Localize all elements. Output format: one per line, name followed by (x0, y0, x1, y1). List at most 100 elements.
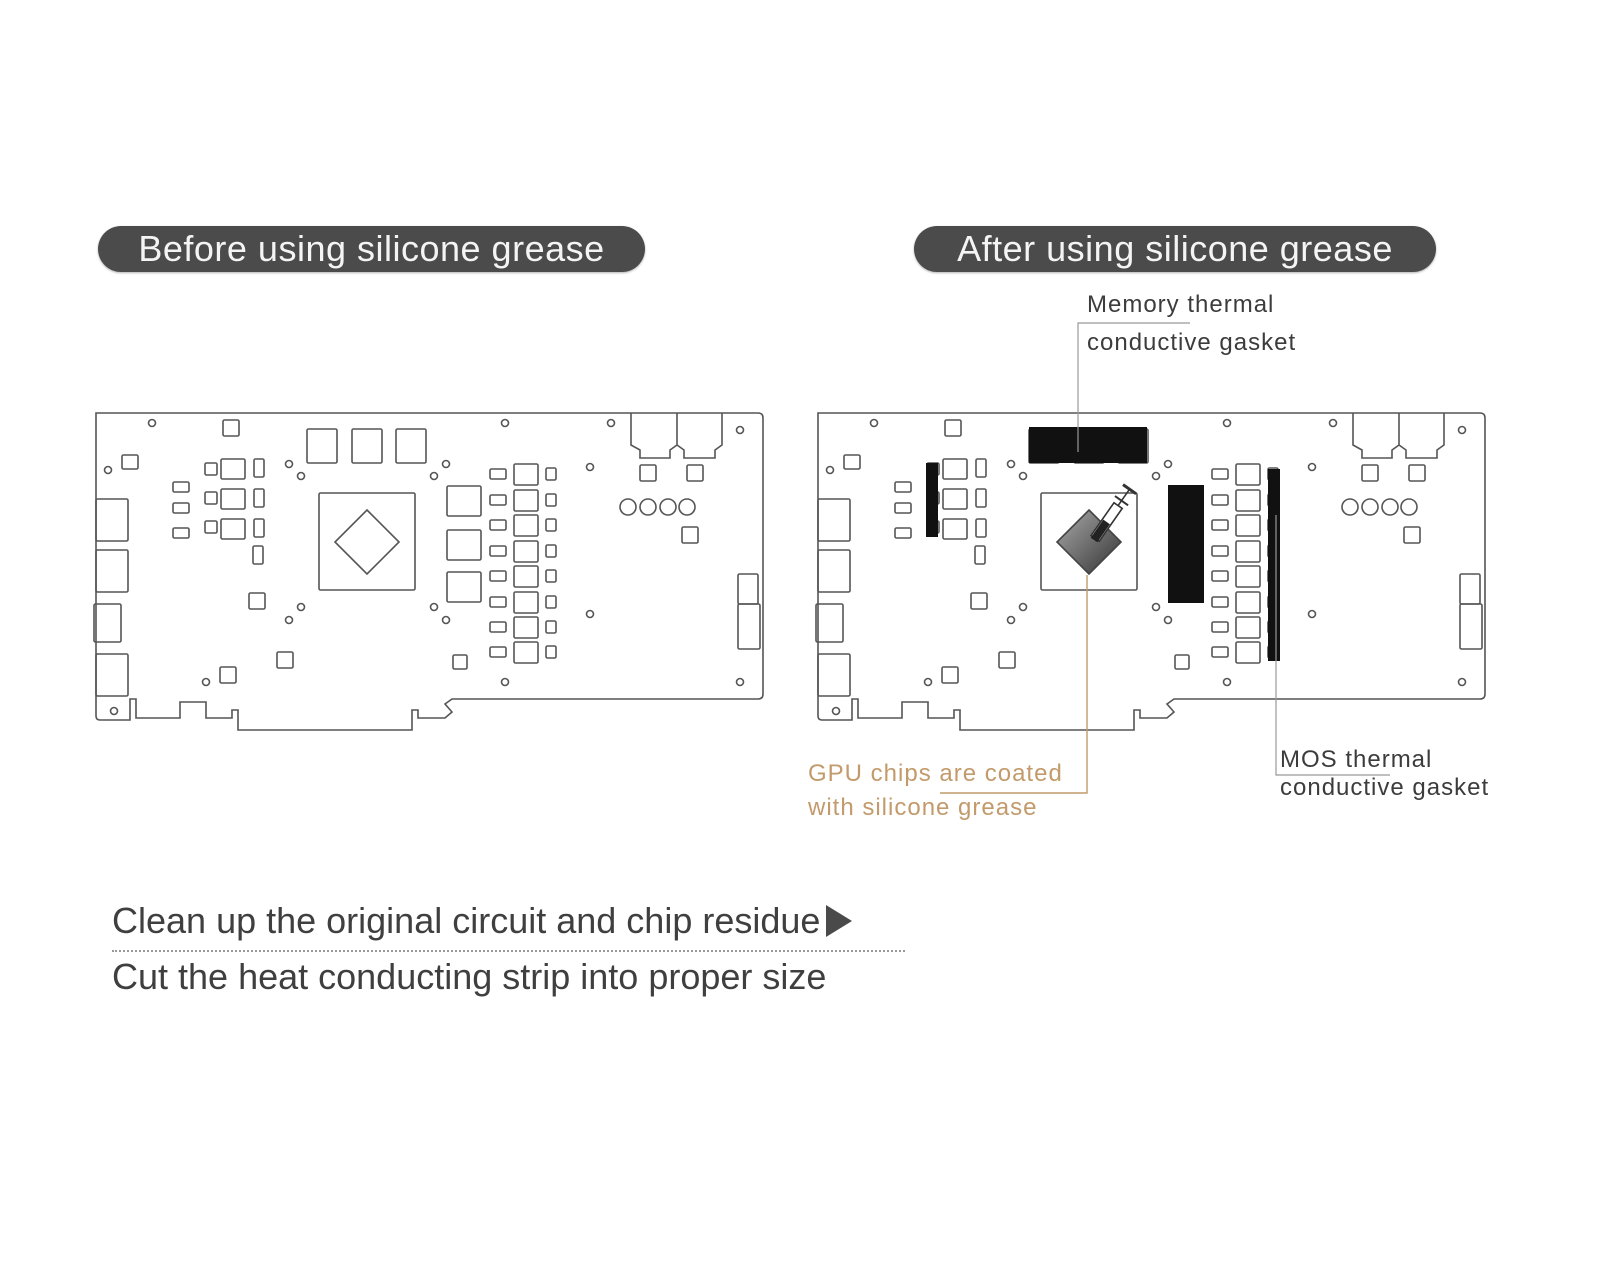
mounting-hole (103, 465, 113, 475)
dotted-divider (112, 950, 905, 952)
mounting-hole (1163, 615, 1173, 625)
mounting-hole (585, 462, 595, 472)
component (1211, 519, 1229, 531)
component (121, 454, 139, 470)
syringe-handle (1122, 483, 1137, 496)
component (1235, 616, 1261, 639)
component (1211, 545, 1229, 557)
component (817, 653, 851, 697)
gpu-die (333, 508, 401, 576)
mounting-hole (585, 609, 595, 619)
component (1235, 641, 1261, 664)
display-connectors (1352, 413, 1445, 459)
component (276, 651, 294, 669)
component (172, 481, 190, 493)
mounting-hole (1006, 459, 1016, 469)
mounting-hole (1006, 615, 1016, 625)
callout-line: GPU chips are coated (808, 760, 1063, 787)
mounting-hole (284, 615, 294, 625)
component (513, 591, 539, 614)
capacitor (1400, 498, 1418, 516)
component (975, 488, 987, 508)
component (686, 464, 704, 482)
component (1211, 621, 1229, 633)
syringe-grease (1090, 519, 1110, 543)
component (95, 498, 129, 542)
component (489, 519, 507, 531)
component (318, 492, 416, 591)
component (970, 592, 988, 610)
component (545, 544, 557, 558)
mos-thermal-gasket (1268, 469, 1280, 661)
component (894, 527, 912, 539)
component (843, 454, 861, 470)
component (446, 529, 482, 561)
component (95, 549, 129, 593)
mos-gasket-callout: MOS thermal conductive gasket (1280, 746, 1489, 802)
mounting-hole (1222, 418, 1232, 428)
component (1040, 492, 1138, 591)
component (220, 518, 246, 540)
capacitor (1341, 498, 1359, 516)
component (351, 428, 383, 464)
component (817, 498, 851, 542)
board-outline (817, 412, 1486, 731)
component (1235, 514, 1261, 537)
component (975, 458, 987, 478)
mounting-hole (441, 459, 451, 469)
mos-thermal-pad (1168, 485, 1204, 603)
mounting-hole (825, 465, 835, 475)
component (172, 527, 190, 539)
mounting-hole (296, 602, 306, 612)
mounting-hole (606, 418, 616, 428)
component (204, 491, 218, 505)
component (1235, 540, 1261, 563)
play-triangle-icon (826, 905, 853, 937)
component (513, 616, 539, 639)
mounting-hole (869, 418, 879, 428)
callout-line: conductive gasket (1087, 329, 1297, 356)
mounting-hole (296, 471, 306, 481)
mounting-hole (1151, 602, 1161, 612)
component (222, 419, 240, 437)
mounting-hole (441, 615, 451, 625)
component (1211, 646, 1229, 658)
board-before (93, 412, 764, 731)
component (253, 458, 265, 478)
component (489, 596, 507, 608)
board-after (815, 412, 1486, 731)
mounting-hole (1151, 471, 1161, 481)
board-outline (95, 412, 764, 731)
component (815, 603, 844, 643)
step-clean: Clean up the original circuit and chip r… (112, 900, 853, 942)
mounting-hole (735, 677, 745, 687)
component (220, 488, 246, 510)
component (817, 549, 851, 593)
step-text: Cut the heat conducting strip into prope… (112, 956, 827, 997)
component (446, 571, 482, 603)
component (95, 653, 129, 697)
capacitor (678, 498, 696, 516)
component (1211, 468, 1229, 480)
syringe-flange (1114, 495, 1129, 507)
component (513, 489, 539, 512)
component (248, 592, 266, 610)
mounting-hole (1457, 425, 1467, 435)
component (446, 485, 482, 517)
capacitor (1361, 498, 1379, 516)
display-connectors (630, 413, 723, 459)
component (1211, 596, 1229, 608)
component (894, 502, 912, 514)
callout-line: MOS thermal (1280, 746, 1433, 773)
gpu-leader-line (940, 575, 1088, 794)
component (639, 464, 657, 482)
capacitor (1381, 498, 1399, 516)
before-title-badge: Before using silicone grease (98, 226, 645, 272)
mounting-hole (429, 602, 439, 612)
capacitor (619, 498, 637, 516)
component (545, 467, 557, 481)
mounting-hole (1307, 462, 1317, 472)
capacitor (659, 498, 677, 516)
component (942, 488, 968, 510)
